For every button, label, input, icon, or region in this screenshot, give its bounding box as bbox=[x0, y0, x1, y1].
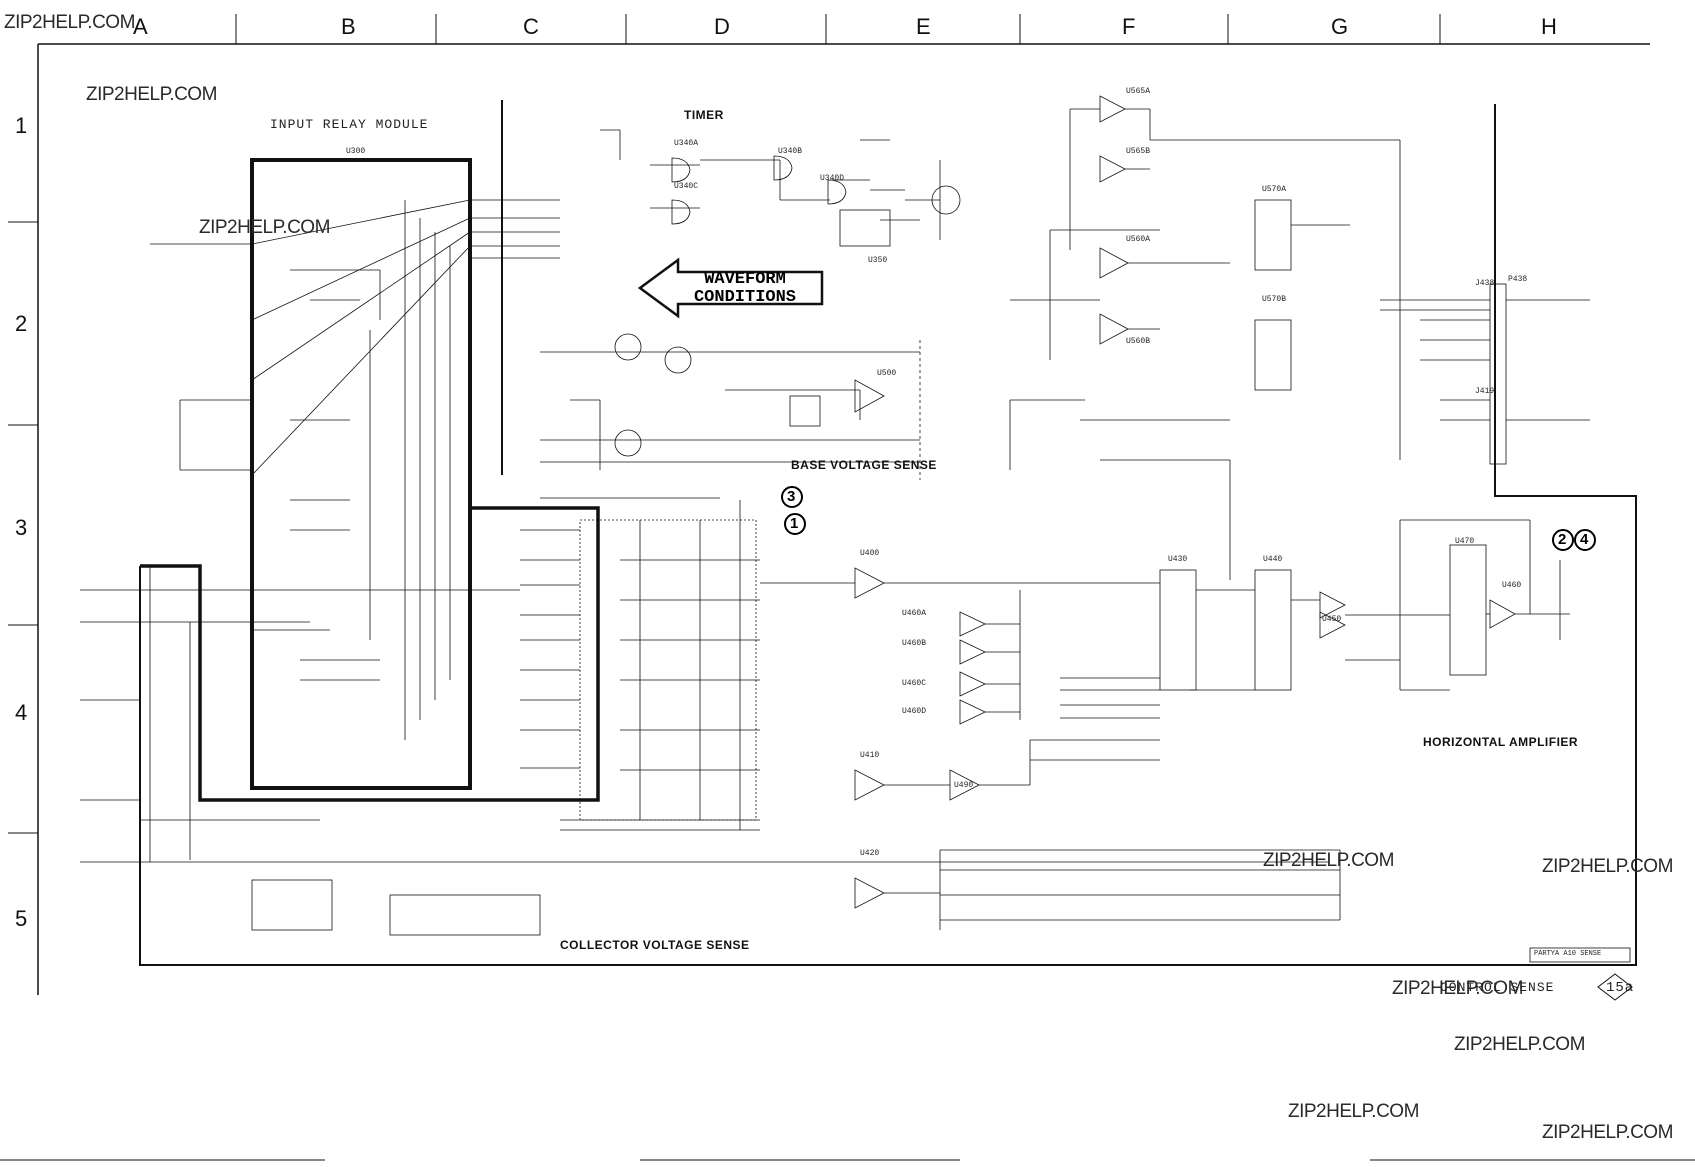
component-label: U560A bbox=[1126, 235, 1151, 244]
row-label-1: 1 bbox=[15, 113, 28, 138]
component-label: U565B bbox=[1126, 147, 1151, 156]
collector-voltage-sense-title: COLLECTOR VOLTAGE SENSE bbox=[560, 938, 750, 952]
horizontal-amplifier-title: HORIZONTAL AMPLIFIER bbox=[1423, 735, 1579, 749]
callout-2 bbox=[1552, 529, 1574, 551]
component-label: U460A bbox=[902, 609, 927, 618]
callout-4 bbox=[1574, 529, 1596, 551]
watermark: ZIP2HELP.COM bbox=[1392, 978, 1523, 999]
component-label: U570A bbox=[1262, 185, 1287, 194]
timer-title: TIMER bbox=[684, 108, 724, 122]
callout-number-3: 3 bbox=[787, 488, 796, 505]
waveform-line-2: CONDITIONS bbox=[693, 288, 797, 307]
component-label: U430 bbox=[1168, 555, 1188, 564]
component-label: U460 bbox=[1502, 581, 1522, 590]
watermark: ZIP2HELP.COM bbox=[86, 84, 217, 105]
component-label: U470 bbox=[1455, 537, 1475, 546]
component-label: U570B bbox=[1262, 295, 1287, 304]
row-label-2: 2 bbox=[15, 311, 28, 336]
col-label-d: D bbox=[714, 14, 730, 39]
col-label-c: C bbox=[523, 14, 539, 39]
page-number-diamond bbox=[1597, 973, 1633, 1001]
row-label-3: 3 bbox=[15, 515, 28, 540]
col-label-a: A bbox=[133, 14, 148, 39]
callout-number-2: 2 bbox=[1558, 531, 1567, 548]
component-label: U460C bbox=[902, 679, 927, 688]
watermark: ZIP2HELP.COM bbox=[1542, 856, 1673, 877]
col-label-h: H bbox=[1541, 14, 1557, 39]
component-label: U300 bbox=[346, 147, 366, 156]
watermark: ZIP2HELP.COM bbox=[4, 12, 135, 33]
component-label: P438 bbox=[1508, 275, 1528, 284]
component-label: U350 bbox=[868, 256, 888, 265]
callout-1 bbox=[784, 513, 806, 535]
component-label: U565A bbox=[1126, 87, 1151, 96]
col-label-b: B bbox=[341, 14, 356, 39]
component-label: U440 bbox=[1263, 555, 1283, 564]
base-voltage-sense-title: BASE VOLTAGE SENSE bbox=[791, 458, 937, 472]
component-label: U340B bbox=[778, 147, 803, 156]
row-label-5: 5 bbox=[15, 906, 28, 931]
callout-3 bbox=[781, 486, 803, 508]
waveform-conditions-title: WAVEFORM CONDITIONS bbox=[670, 271, 820, 307]
component-label: U460B bbox=[902, 639, 927, 648]
component-label: J438 bbox=[1475, 279, 1495, 288]
watermark: ZIP2HELP.COM bbox=[1542, 1122, 1673, 1143]
component-label: U340D bbox=[820, 174, 845, 183]
component-label: U340A bbox=[674, 139, 699, 148]
component-label: U340C bbox=[674, 182, 699, 191]
component-label: U460D bbox=[902, 707, 927, 716]
input-relay-module-title: INPUT RELAY MODULE bbox=[270, 117, 429, 132]
watermark: ZIP2HELP.COM bbox=[1288, 1101, 1419, 1122]
watermark: ZIP2HELP.COM bbox=[1454, 1034, 1585, 1055]
component-label: U410 bbox=[860, 751, 880, 760]
callout-number-1: 1 bbox=[790, 515, 799, 532]
watermark: ZIP2HELP.COM bbox=[1263, 850, 1394, 871]
component-label: U500 bbox=[877, 369, 897, 378]
page-caption: CONTROL SENSE bbox=[1440, 980, 1555, 995]
component-label: U420 bbox=[860, 849, 880, 858]
component-label: U560B bbox=[1126, 337, 1151, 346]
row-label-4: 4 bbox=[15, 700, 28, 725]
watermark: ZIP2HELP.COM bbox=[199, 217, 330, 238]
component-label: J419 bbox=[1475, 387, 1495, 396]
waveform-line-1: WAVEFORM bbox=[704, 270, 786, 289]
sheet-reference: PARTYA A10 SENSE bbox=[1534, 950, 1602, 958]
component-label: U400 bbox=[860, 549, 880, 558]
callout-number-4: 4 bbox=[1580, 531, 1589, 548]
page-number: 15a bbox=[1606, 980, 1635, 996]
col-label-e: E bbox=[916, 14, 931, 39]
component-label: U450 bbox=[1322, 615, 1342, 624]
col-label-f: F bbox=[1122, 14, 1136, 39]
col-label-g: G bbox=[1331, 14, 1349, 39]
component-label: U490 bbox=[954, 781, 974, 790]
